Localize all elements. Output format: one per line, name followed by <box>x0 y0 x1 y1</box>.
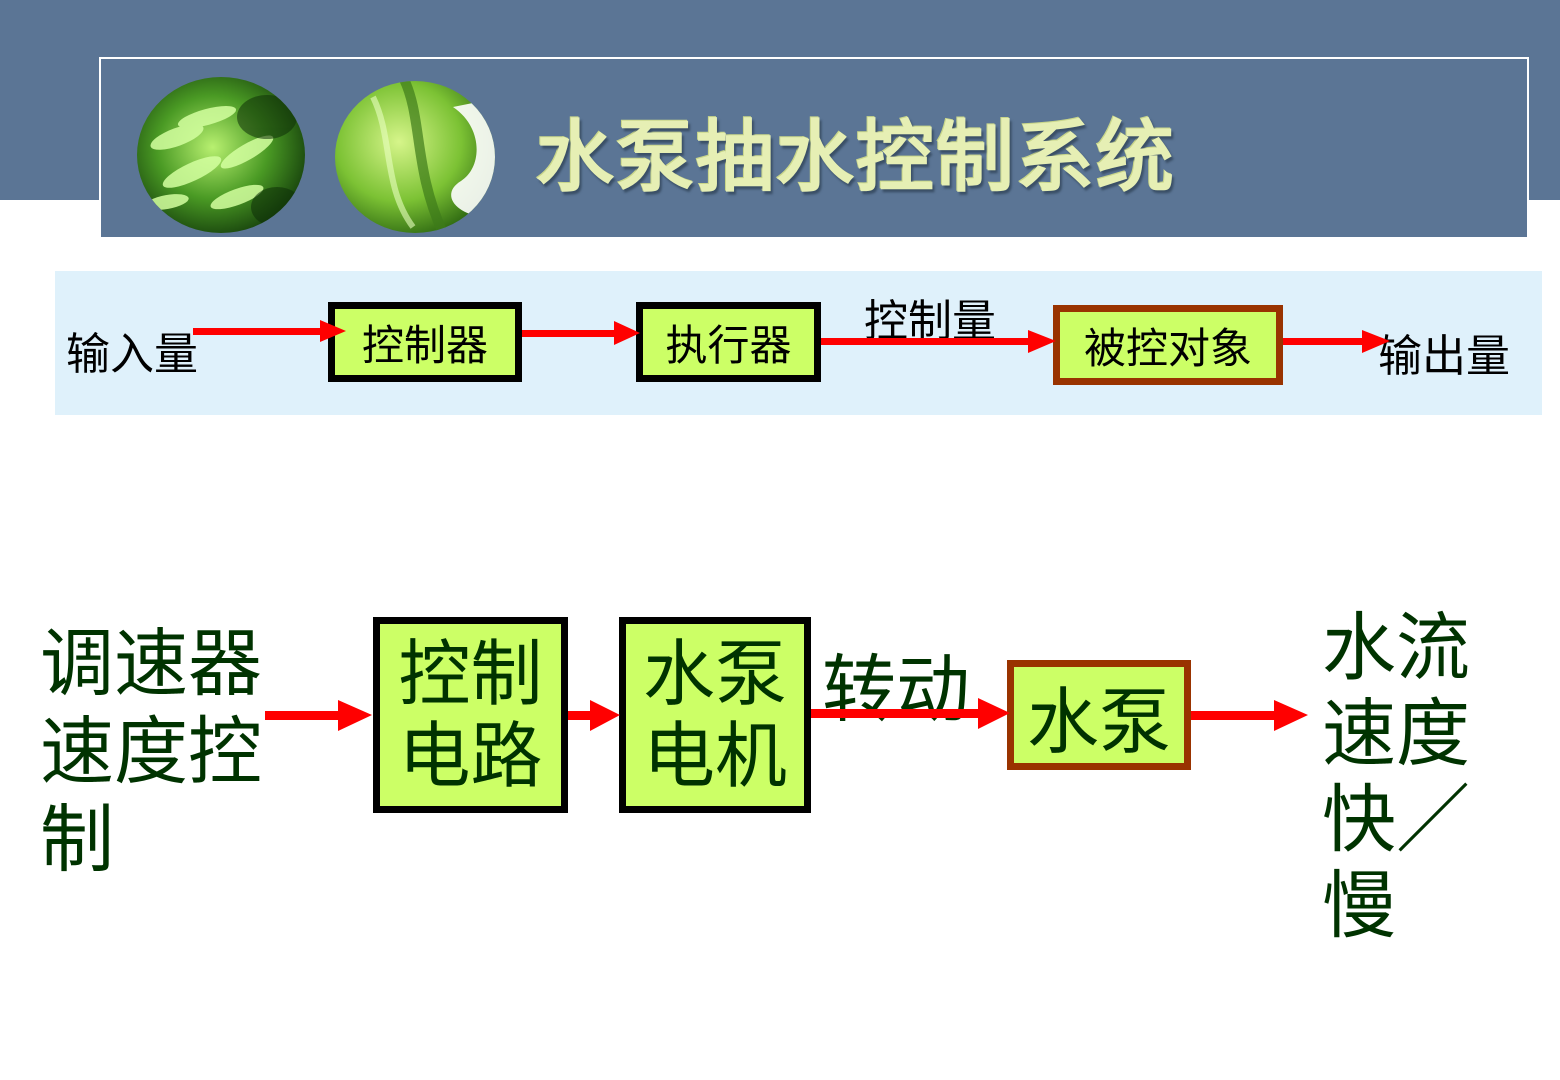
general-actuator-label: 执行器 <box>665 320 792 370</box>
arrow-pump-controller-to-actuator <box>568 700 620 731</box>
pump-actuator-box: 水泵 电机 <box>619 617 811 813</box>
general-controller-label: 控制器 <box>361 320 488 370</box>
pump-actuator-label: 水泵 电机 <box>642 632 787 798</box>
title-panel: 水泵抽水控制系统 <box>99 57 1529 239</box>
green-leaf-icon <box>137 77 305 233</box>
general-controller-box: 控制器 <box>328 302 522 382</box>
arrow-pump-input-to-controller <box>265 700 372 731</box>
pump-controller-label: 控制 电路 <box>398 632 543 798</box>
general-input-label: 输入量 <box>66 329 198 380</box>
pump-plant-label: 水泵 <box>1026 679 1171 764</box>
general-plant-box: 被控对象 <box>1053 305 1283 385</box>
green-leaf-swirl-icon <box>335 81 495 233</box>
pump-plant-box: 水泵 <box>1007 660 1191 770</box>
slide-title: 水泵抽水控制系统 <box>536 113 1177 203</box>
pump-control-quantity-label: 转动 <box>822 647 970 733</box>
general-actuator-box: 执行器 <box>636 302 821 382</box>
general-output-label: 输出量 <box>1378 331 1510 382</box>
pump-input-label: 调速器 速度控 制 <box>40 621 262 883</box>
pump-controller-box: 控制 电路 <box>373 617 568 813</box>
arrow-pump-plant-to-output <box>1191 700 1308 731</box>
general-control-quantity-label: 控制量 <box>864 296 996 347</box>
general-plant-label: 被控对象 <box>1083 323 1252 373</box>
pump-output-label: 水流 速度 快／ 慢 <box>1322 605 1470 949</box>
